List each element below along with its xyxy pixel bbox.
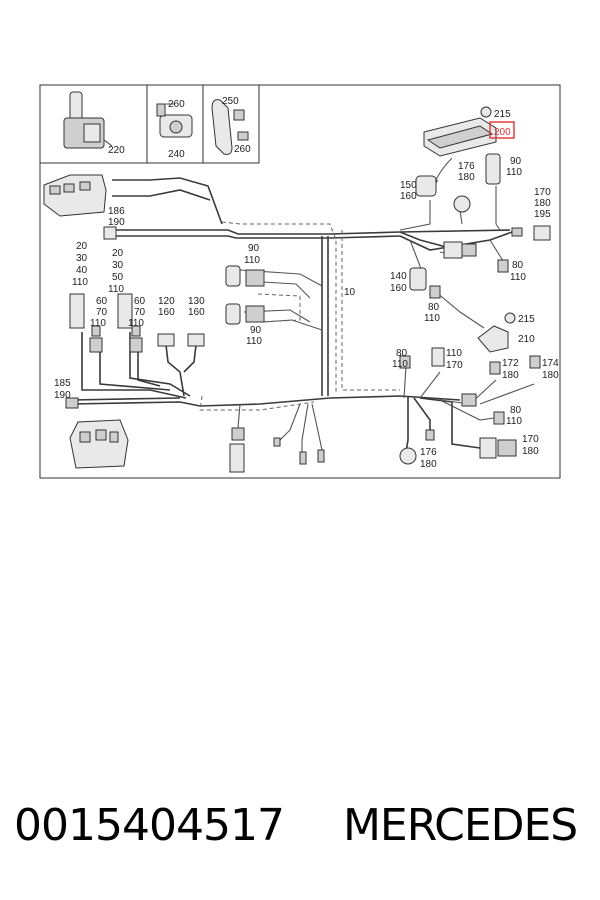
label-40: 40 <box>76 265 88 276</box>
connectors <box>65 153 551 473</box>
label-70: 70 <box>96 307 108 318</box>
label-215: 215 <box>494 109 511 120</box>
label-80: 80 <box>512 260 524 271</box>
label-80: 80 <box>396 348 408 359</box>
label-176: 176 <box>458 161 475 172</box>
label-250: 250 <box>222 96 239 107</box>
label-185: 185 <box>54 378 71 389</box>
part-number: 0015404517 <box>14 800 285 851</box>
highlight-box-200 <box>489 121 515 139</box>
label-130: 130 <box>188 296 205 307</box>
part-220-sensor <box>63 91 113 149</box>
label-190: 190 <box>108 217 125 228</box>
label-80: 80 <box>428 302 440 313</box>
label-90: 90 <box>250 325 262 336</box>
label-110: 110 <box>506 416 522 427</box>
label-260: 260 <box>168 99 185 110</box>
label-20: 20 <box>76 241 88 252</box>
label-20: 20 <box>112 248 124 259</box>
label-110: 110 <box>72 277 88 288</box>
label-180: 180 <box>502 370 519 381</box>
label-140: 140 <box>390 271 407 282</box>
label-70: 70 <box>134 307 146 318</box>
label-110: 110 <box>424 313 440 324</box>
label-210: 210 <box>518 334 535 345</box>
callout-labels: 220 260 240 250 260 215 200 176 180 90 1… <box>54 96 559 470</box>
label-170: 170 <box>522 434 539 445</box>
label-180: 180 <box>522 446 539 457</box>
label-170: 170 <box>534 187 551 198</box>
label-110: 110 <box>506 167 522 178</box>
label-172: 172 <box>502 358 519 369</box>
caption: 0015404517 MERCEDES <box>14 800 594 860</box>
label-260: 260 <box>234 144 251 155</box>
label-160: 160 <box>158 307 175 318</box>
label-160: 160 <box>188 307 205 318</box>
label-110: 110 <box>446 348 462 359</box>
label-60: 60 <box>96 296 108 307</box>
label-170: 170 <box>446 360 463 371</box>
label-240: 240 <box>168 149 185 160</box>
label-60: 60 <box>134 296 146 307</box>
label-176: 176 <box>420 447 437 458</box>
part-200-control-unit <box>423 106 497 157</box>
main-harness <box>71 177 535 453</box>
label-220: 220 <box>108 145 125 156</box>
fuse-box-upper <box>43 174 107 217</box>
label-110: 110 <box>90 318 106 329</box>
label-110: 110 <box>128 318 144 329</box>
fuse-box-lower <box>69 419 129 469</box>
label-110: 110 <box>246 336 262 347</box>
label-180: 180 <box>420 459 437 470</box>
label-215: 215 <box>518 314 535 325</box>
label-10: 10 <box>344 287 356 298</box>
brand-name: MERCEDES <box>342 800 578 851</box>
wiring-harness-diagram: 220 260 240 250 260 215 200 176 180 90 1… <box>39 84 561 479</box>
label-50: 50 <box>112 272 124 283</box>
label-186: 186 <box>108 206 125 217</box>
label-180: 180 <box>534 198 551 209</box>
label-195: 195 <box>534 209 551 220</box>
label-180: 180 <box>542 370 559 381</box>
label-150: 150 <box>400 180 417 191</box>
label-120: 120 <box>158 296 175 307</box>
label-30: 30 <box>76 253 88 264</box>
label-160: 160 <box>390 283 407 294</box>
label-90: 90 <box>248 243 260 254</box>
label-30: 30 <box>112 260 124 271</box>
label-110: 110 <box>510 272 526 283</box>
label-110: 110 <box>244 255 260 266</box>
label-190: 190 <box>54 390 71 401</box>
dashed-routing <box>199 221 400 411</box>
label-180: 180 <box>458 172 475 183</box>
part-250-cover <box>211 99 249 155</box>
label-174: 174 <box>542 358 559 369</box>
label-80: 80 <box>510 405 522 416</box>
part-240-bracket <box>156 103 193 138</box>
label-200: 200 <box>494 127 511 138</box>
label-90: 90 <box>510 156 522 167</box>
label-160: 160 <box>400 191 417 202</box>
label-110: 110 <box>108 284 124 295</box>
label-110: 110 <box>392 359 408 370</box>
